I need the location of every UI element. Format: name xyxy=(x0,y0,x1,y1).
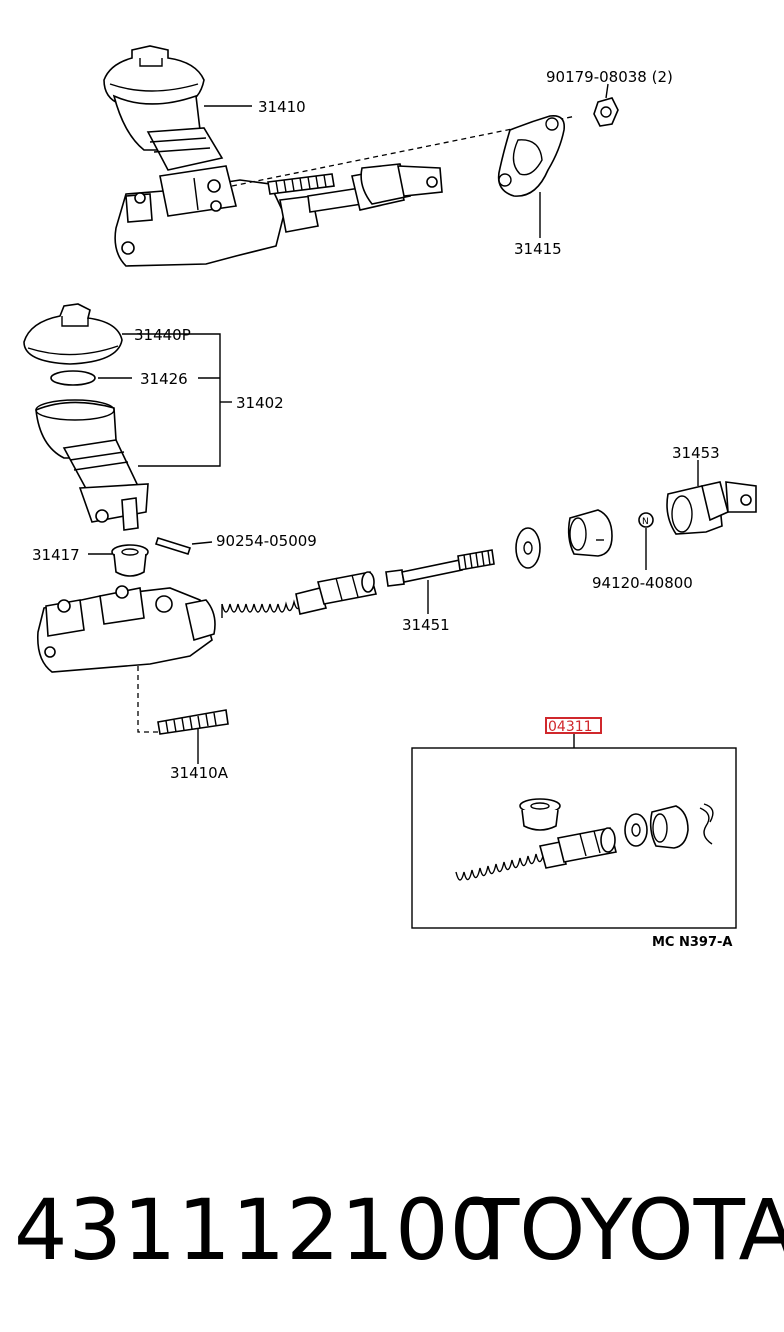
callout-31451: 31451 xyxy=(402,616,450,634)
footer: 431112100 TOYOTA xyxy=(14,1180,784,1280)
clevis-drawing xyxy=(666,481,757,535)
push-rod-drawing xyxy=(385,549,495,587)
callout-31402: 31402 xyxy=(236,394,284,412)
callout-90179: 90179-08038 (2) xyxy=(546,68,673,86)
callout-90254: 90254-05009 xyxy=(216,532,317,550)
cylinder-body-drawing xyxy=(36,585,216,733)
washer-drawing xyxy=(515,527,541,569)
boot-drawing xyxy=(567,509,613,557)
callout-31453: 31453 xyxy=(672,444,720,462)
callout-31410A: 31410A xyxy=(170,764,229,782)
callout-31426: 31426 xyxy=(140,370,188,388)
grommet-drawing xyxy=(111,544,149,577)
callout-31410: 31410 xyxy=(258,98,306,116)
callout-kit: 04311 xyxy=(548,719,593,735)
kit-label-highlight xyxy=(545,717,602,734)
repair-kit-box xyxy=(411,747,737,929)
callout-31415: 31415 xyxy=(514,240,562,258)
clip-nut-drawing xyxy=(638,512,654,528)
callout-31417: 31417 xyxy=(32,546,80,564)
spring-piston-drawing xyxy=(221,571,377,618)
stud-bolt-drawing xyxy=(157,709,229,735)
part-number: 431112100 xyxy=(14,1181,504,1279)
parts-diagram: 31410 90179-08038 (2) 31415 31440P 31426… xyxy=(23,45,757,950)
diagram-code: MC N397-A xyxy=(652,935,732,950)
master-cylinder-assembly-drawing xyxy=(103,45,619,267)
brand-name: TOYOTA xyxy=(468,1181,784,1279)
callout-31440P: 31440P xyxy=(134,326,191,344)
svg-text:N: N xyxy=(642,517,649,527)
callout-94120: 94120-40800 xyxy=(592,574,693,592)
repair-kit-parts-drawing xyxy=(455,798,714,881)
reservoir-exploded-drawing xyxy=(23,303,149,531)
